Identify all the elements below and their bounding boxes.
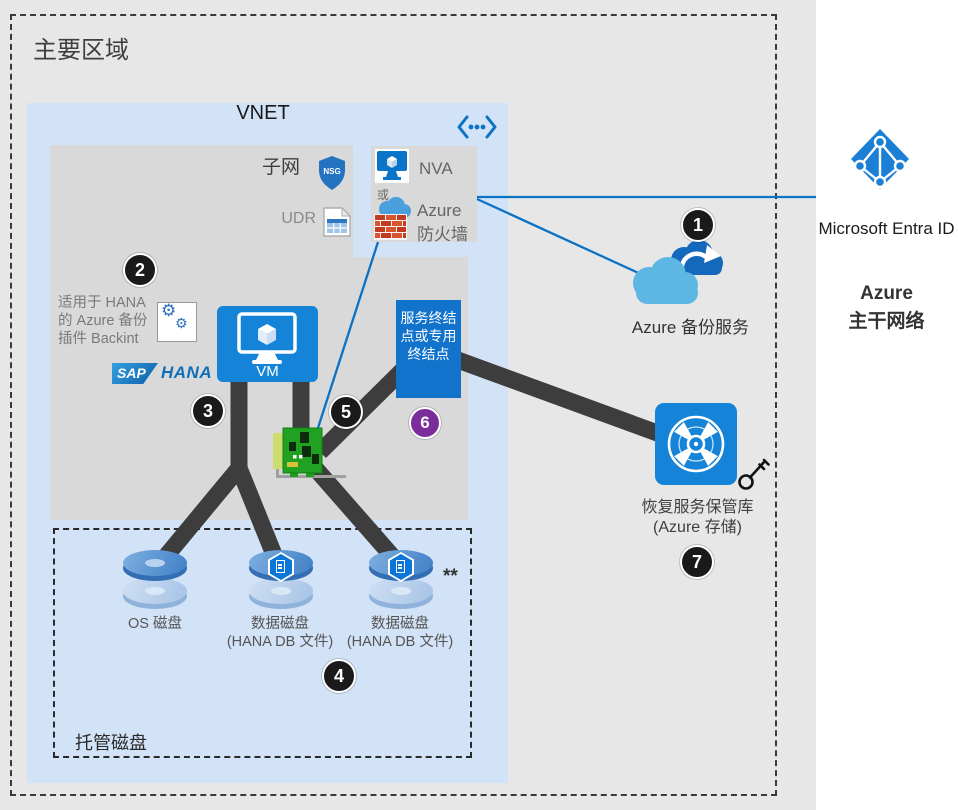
nic-card-icon <box>273 427 346 478</box>
backint-text-line1: 适用于 HANA <box>58 295 146 311</box>
backbone-label-line2: 主干网络 <box>848 311 925 332</box>
gear-icon: ⚙ <box>175 315 188 331</box>
firewall-label-line1: Azure <box>417 201 462 220</box>
backint-text-line3: 插件 Backint <box>58 331 139 347</box>
nva-tile <box>375 149 409 183</box>
udr-route-table-icon <box>323 207 352 237</box>
vnet-title: VNET <box>236 102 290 124</box>
sap-logo: SAP <box>112 363 158 384</box>
managed-disks-label: 托管磁盘 <box>75 733 147 753</box>
nsg-icon: NSG <box>319 156 345 190</box>
region-title: 主要区域 <box>33 37 129 64</box>
nva-or-label: 或 <box>377 188 390 202</box>
vnet-icon <box>457 115 497 139</box>
step-badge-7: 7 <box>680 545 714 579</box>
nva-vm-icon <box>377 151 407 180</box>
step-badge-5: 5 <box>329 395 363 429</box>
primary-region-box <box>10 14 777 796</box>
azure-backup-icon <box>633 240 723 304</box>
endpoint-label-line2: 点或专用 <box>400 328 457 344</box>
entra-label: Microsoft Entra ID <box>818 219 955 238</box>
endpoint-label-line3: 终结点 <box>407 346 450 362</box>
step-badge-3: 3 <box>191 394 225 428</box>
hana-logo-text: HANA <box>161 363 213 382</box>
nsg-label: NSG <box>323 167 340 176</box>
data-disk-icon <box>366 550 436 609</box>
data-disk2-label: 数据磁盘 <box>371 616 429 632</box>
step-badge-2: 2 <box>123 253 157 287</box>
vm-monitor-icon <box>237 312 297 364</box>
backup-service-label: Azure 备份服务 <box>631 318 750 337</box>
data-disk2-sublabel: (HANA DB 文件) <box>346 634 454 650</box>
nva-label: NVA <box>419 159 453 178</box>
recovery-vault-icon <box>655 403 737 485</box>
backbone-label-line1: Azure <box>860 283 913 304</box>
vault-label-line2: (Azure 存储) <box>653 519 742 536</box>
step-badge-4: 4 <box>322 659 356 693</box>
azure-backbone-panel <box>816 0 958 810</box>
firewall-label-line2: 防火墙 <box>417 225 468 244</box>
vm-label: VM <box>256 363 279 380</box>
step-badge-1: 1 <box>681 208 715 242</box>
subnet-title: 子网 <box>261 157 300 178</box>
step-badge-6: 6 <box>409 407 441 439</box>
data-disk1-sublabel: (HANA DB 文件) <box>226 634 334 650</box>
vault-label-line1: 恢复服务保管库 <box>641 499 754 516</box>
data-disk-icon <box>246 550 316 609</box>
backint-text-line2: 的 Azure 备份 <box>58 313 148 329</box>
asterisks-note: ** <box>443 566 458 587</box>
endpoint-box: 服务终结 点或专用 终结点 <box>396 300 461 398</box>
endpoint-label-line1: 服务终结 <box>400 310 457 326</box>
key-icon <box>738 458 770 490</box>
os-disk-label: OS 磁盘 <box>128 616 182 632</box>
udr-label: UDR <box>281 210 316 227</box>
os-disk-icon <box>120 550 190 609</box>
microsoft-entra-icon <box>851 129 909 189</box>
gear-icon: ⚙ <box>161 301 177 320</box>
data-disk1-label: 数据磁盘 <box>251 616 309 632</box>
vm-box: VM <box>217 306 318 382</box>
backint-plugin-icon: ⚙ ⚙ <box>157 301 197 342</box>
azure-firewall-icon <box>374 197 411 240</box>
